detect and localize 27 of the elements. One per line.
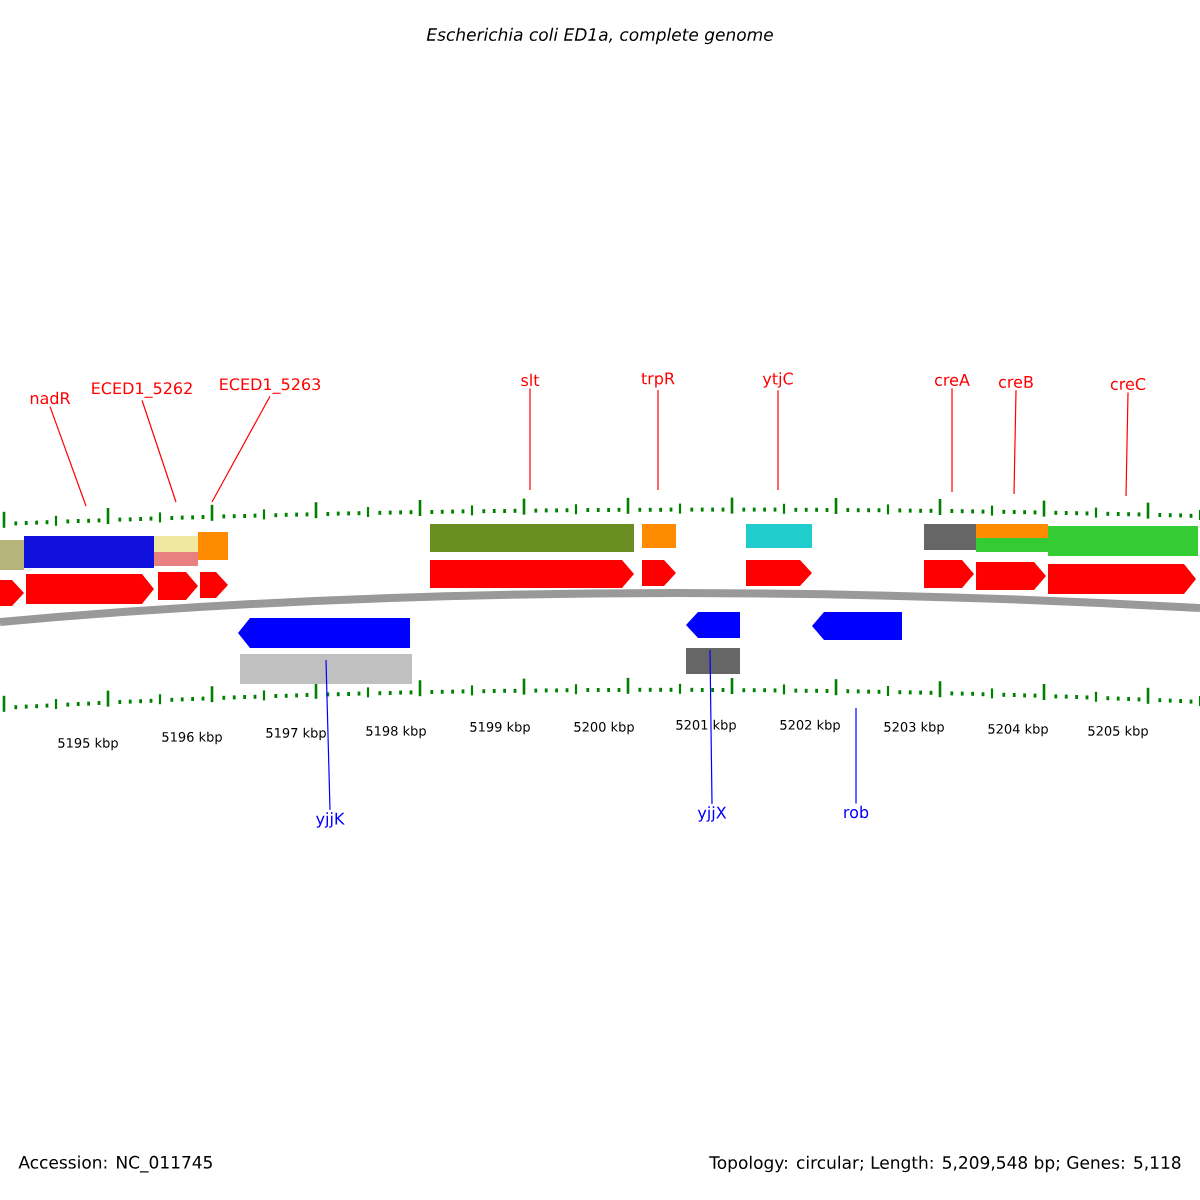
leader-line xyxy=(211,395,271,503)
gene-label: nadR xyxy=(30,391,71,405)
gene-label: creB xyxy=(998,376,1033,388)
footer-text: Topology: circular; Length: 5,209,548 bp; Genes: 5,118 xyxy=(709,1155,1181,1173)
gene-label: rob xyxy=(844,805,869,819)
gene-label: yjjX xyxy=(697,806,727,822)
leader-line xyxy=(951,387,953,493)
gene-label: creA xyxy=(935,374,970,386)
leader-line xyxy=(1125,391,1129,497)
leader-line xyxy=(325,659,331,811)
leader-line xyxy=(709,649,713,805)
gene-label: slt xyxy=(521,373,540,387)
leader-line xyxy=(777,389,779,491)
gene-label: ECED1_5263 xyxy=(220,378,320,394)
title: Escherichia coli ED1a, complete genome xyxy=(426,27,773,45)
leader-line xyxy=(855,707,857,804)
gene-label: creC xyxy=(1110,377,1146,391)
leader-line xyxy=(49,406,87,507)
gene-label: trpR xyxy=(641,372,675,388)
footer-text: Accession: NC_011745 xyxy=(18,1155,212,1173)
gene-label: yjjK xyxy=(316,812,345,828)
gene-label: ytjC xyxy=(762,372,793,388)
gene-label: ECED1_5262 xyxy=(92,382,192,398)
leader-line xyxy=(529,388,531,491)
leader-line xyxy=(141,399,177,503)
leader-line xyxy=(1013,389,1017,495)
leader-line xyxy=(657,389,659,491)
